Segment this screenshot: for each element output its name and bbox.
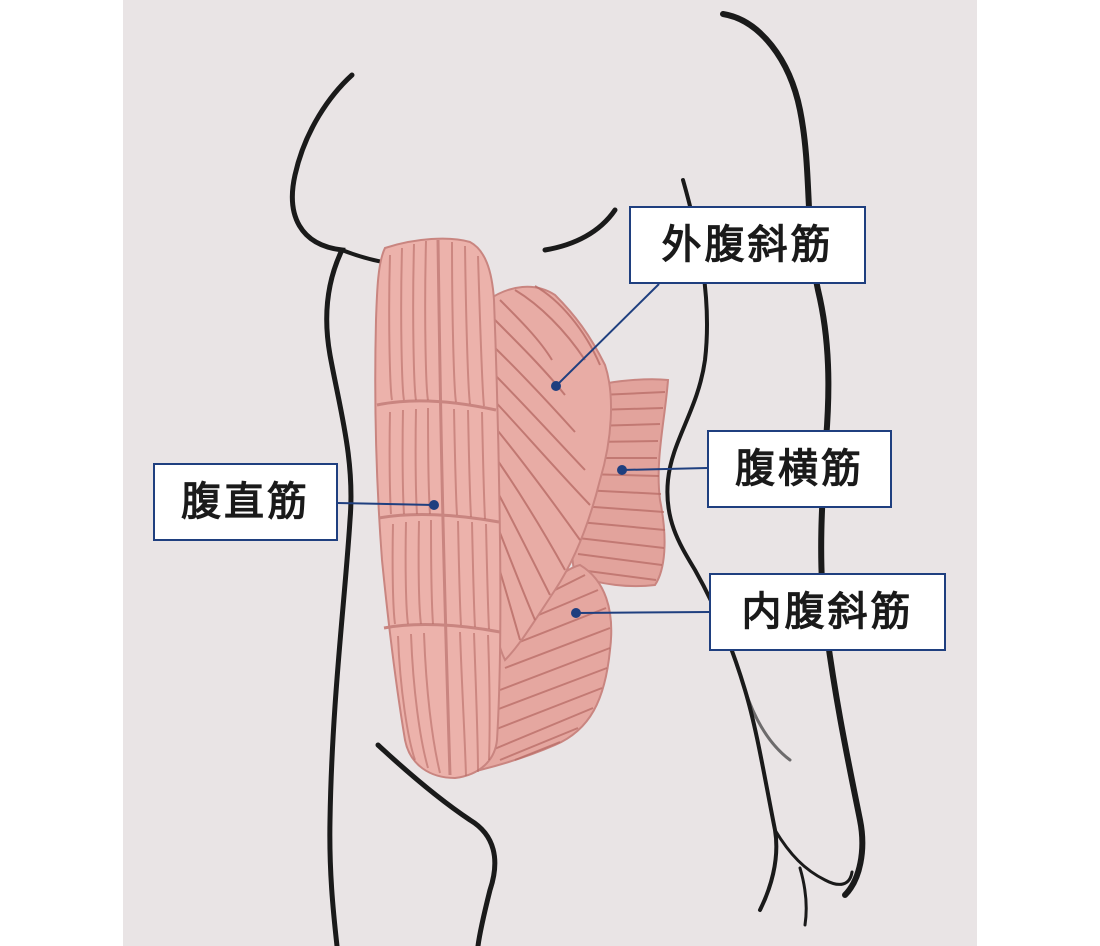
internal-oblique-fibers: [491, 574, 611, 761]
transverse-abdominis-fibers: [577, 391, 666, 581]
label-rectus-abdominis: 腹直筋: [153, 463, 338, 541]
rectus-fibers: [388, 240, 491, 777]
leader-dot-external-oblique: [551, 381, 561, 391]
leader-dot-transverse-abdominis: [617, 465, 627, 475]
rectus-abdominis-muscle: [374, 237, 502, 780]
muscles: [374, 237, 670, 780]
label-internal-oblique: 内腹斜筋: [709, 573, 946, 651]
leader-transverse-abdominis: [621, 467, 708, 471]
leader-rectus-abdominis: [337, 502, 435, 506]
label-transverse-abdominis: 腹横筋: [707, 430, 892, 508]
leader-dot-internal-oblique: [571, 608, 581, 618]
leader-dot-rectus-abdominis: [429, 500, 439, 510]
leader-external-oblique: [555, 283, 660, 387]
rectus-intersections: [376, 239, 501, 776]
label-external-oblique: 外腹斜筋: [629, 206, 866, 284]
leader-lines: [337, 283, 710, 618]
leader-internal-oblique: [575, 611, 710, 614]
